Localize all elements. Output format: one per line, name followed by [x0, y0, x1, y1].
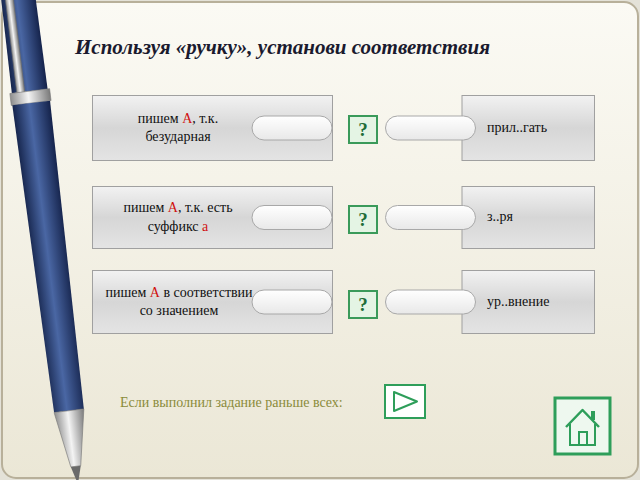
pen-illustration [0, 0, 98, 480]
button-box [349, 206, 377, 233]
puzzle-socket [252, 206, 332, 230]
puzzle-knob [386, 206, 476, 230]
question-button: ? [348, 115, 378, 144]
home-button [555, 398, 610, 454]
node-outline [92, 270, 333, 334]
rule-puzzle-piece: пишем А, т.к. безударная [92, 95, 333, 161]
puzzle-socket [252, 116, 332, 140]
rule-puzzle-piece: пишем А, т.к. есть суффикс а [92, 186, 333, 249]
puzzle-tile [462, 96, 595, 161]
word-text: ур..внение [487, 293, 587, 311]
puzzle-tile [93, 271, 333, 334]
node-outline [92, 95, 333, 161]
highlight-letter: А [150, 285, 160, 300]
bonus-note: Если выполнил задание раньше всех: [120, 395, 343, 411]
word-text: з..ря [487, 208, 587, 226]
rule-puzzle-piece: пишем А в соответствии со значением [92, 270, 333, 334]
word-text: прил..гать [487, 119, 587, 137]
question-mark: ? [358, 210, 368, 229]
question-mark: ? [358, 120, 368, 139]
rule-text: пишем А, т.к. безударная [112, 110, 244, 146]
puzzle-knob [386, 290, 476, 314]
button-box [349, 291, 377, 318]
slide-title: Используя «ручку», установи соответствия [75, 35, 490, 60]
puzzle-tile [462, 187, 595, 249]
puzzle-tile [462, 271, 595, 334]
highlight-letter: А [168, 200, 178, 215]
word-puzzle-piece: з..ря [385, 186, 595, 249]
button-box [349, 116, 377, 143]
puzzle-knob [386, 116, 476, 140]
rule-text: пишем А, т.к. есть суффикс а [112, 199, 244, 235]
highlight-letter: А [182, 111, 192, 126]
rule-text: пишем А в соответствии со значением [104, 284, 254, 320]
word-puzzle-piece: прил..гать [385, 95, 595, 161]
puzzle-tile [93, 187, 333, 249]
text-run: пишем [138, 111, 182, 126]
play-button [385, 385, 425, 418]
question-mark: ? [358, 295, 368, 314]
node-outline [92, 186, 333, 249]
puzzle-socket [252, 290, 332, 314]
word-puzzle-piece: ур..внение [385, 270, 595, 334]
question-button: ? [348, 290, 378, 319]
highlight-letter: а [202, 219, 208, 234]
text-run: пишем [123, 200, 167, 215]
text-run: пишем [105, 285, 149, 300]
question-button: ? [348, 205, 378, 234]
puzzle-tile [93, 96, 333, 161]
